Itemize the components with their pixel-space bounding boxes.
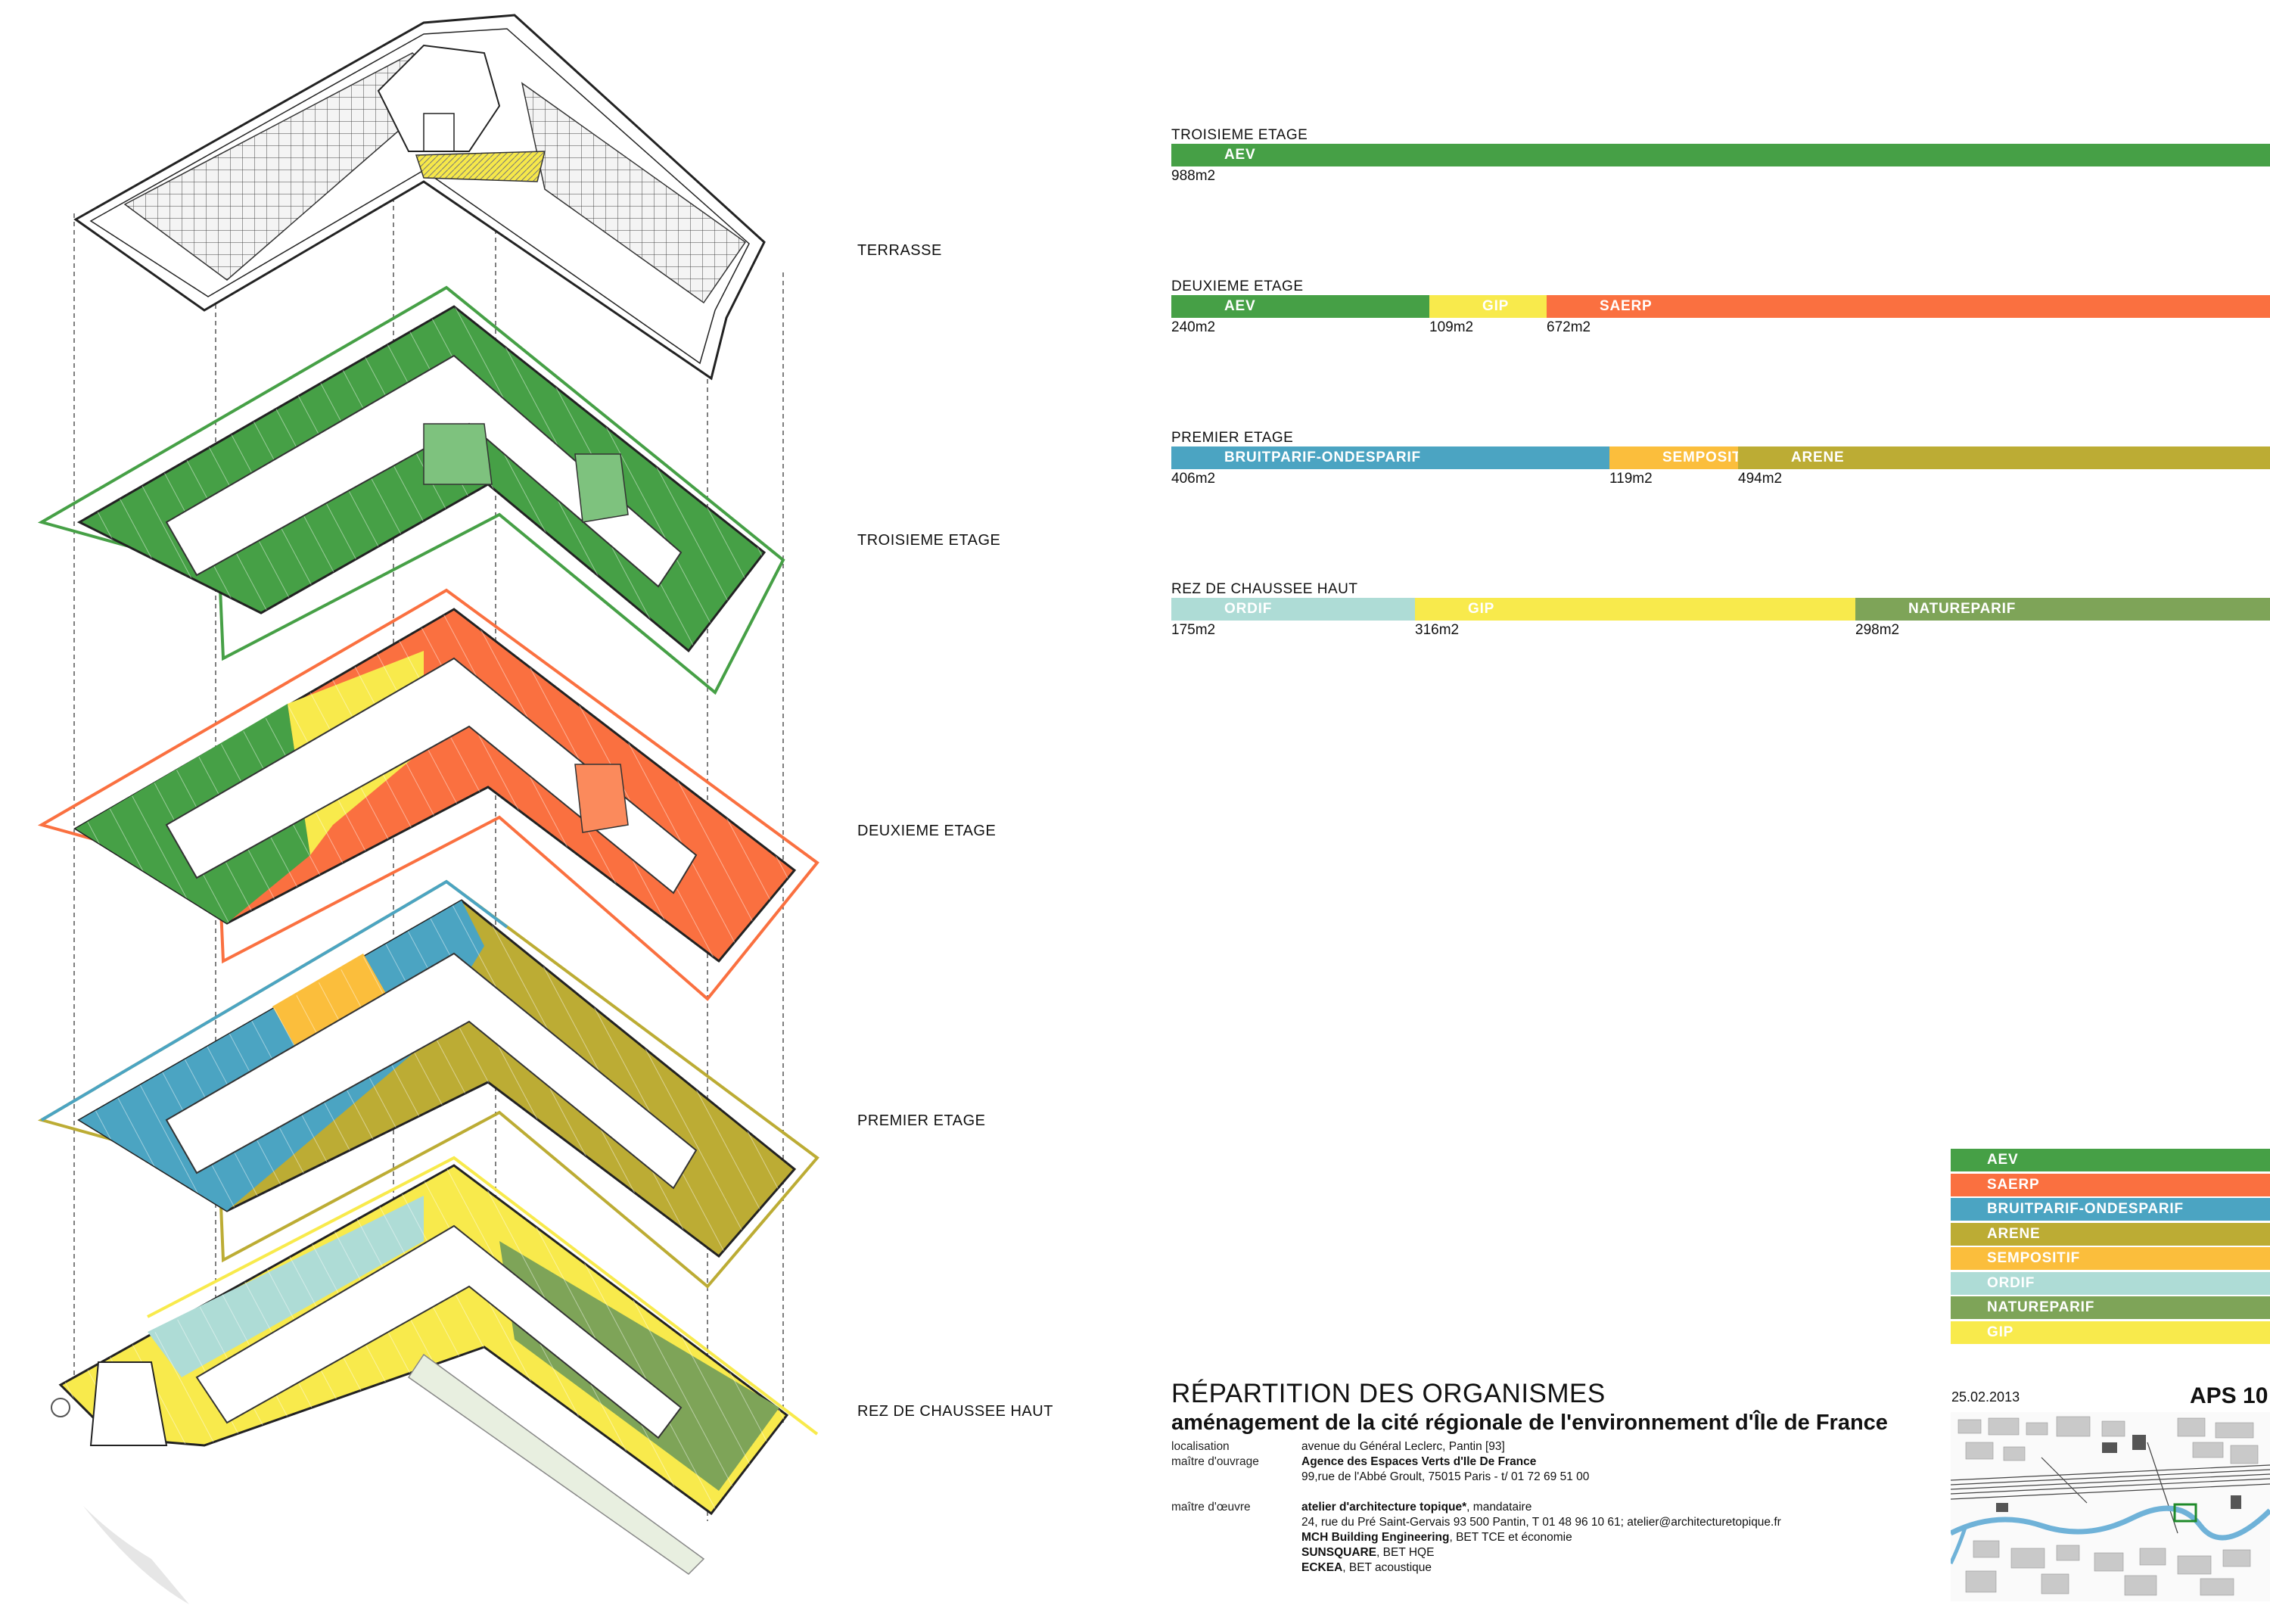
- bar-section-title: REZ DE CHAUSSEE HAUT: [1171, 581, 1358, 597]
- segment-label: SAERP: [1600, 298, 1653, 314]
- stacked-bar: AEV 240m2 GIP 109m2 SAERP 672m2: [1171, 295, 2270, 335]
- eckea-role: , BET acoustique: [1342, 1561, 1432, 1574]
- location-map: [1951, 1412, 2270, 1601]
- floor-label-terrasse: TERRASSE: [857, 242, 942, 259]
- stacked-bar: BRUITPARIF-ONDESPARIF 406m2 SEMPOSITIF 119m…: [1171, 446, 2270, 487]
- segment-area-label: 988m2: [1171, 168, 1216, 184]
- sheet-code: APS 10: [2190, 1383, 2268, 1408]
- segment-area-label: 672m2: [1547, 319, 1591, 335]
- mch-name: MCH Building Engineering: [1301, 1531, 1450, 1544]
- maitre-ouvrage-label: maître d'ouvrage: [1171, 1455, 1259, 1468]
- sheet-date: 25.02.2013: [1951, 1389, 2020, 1405]
- sunsquare-row: SUNSQUARE, BET HQE: [1171, 1545, 1951, 1560]
- oeuvre-address: 24, rue du Pré Saint-Gervais 93 500 Pant…: [1301, 1516, 1781, 1529]
- stacked-bar: AEV 988m2: [1171, 144, 2270, 184]
- bar-segment-natureparif: NATUREPARIF: [1855, 598, 2270, 621]
- bar-segment-gip: GIP: [1429, 295, 1547, 318]
- segment-label: ARENE: [1791, 450, 1845, 465]
- oeuvre-role: , mandataire: [1466, 1501, 1532, 1514]
- axonometric-floor-plans: [37, 14, 819, 1604]
- maitre-ouvrage-value: Agence des Espaces Verts d'Ile De France: [1301, 1455, 1537, 1468]
- legend-item-natureparif: NATUREPARIF: [1951, 1296, 2270, 1319]
- eckea-value: ECKEA, BET acoustique: [1301, 1560, 1432, 1576]
- segment-label: SEMPOSITIF: [1662, 450, 1756, 465]
- segment-label: AEV: [1224, 147, 1256, 163]
- sunsquare-name: SUNSQUARE: [1301, 1546, 1377, 1559]
- maitre-ouvrage-row: maître d'ouvrage Agence des Espaces Vert…: [1171, 1454, 1951, 1470]
- bar-segment-aev: AEV: [1171, 295, 1429, 318]
- segment-area-label: 240m2: [1171, 319, 1216, 335]
- segment-label: AEV: [1224, 298, 1256, 314]
- oeuvre-name: atelier d'architecture topique*: [1301, 1501, 1467, 1514]
- bar-segment-gip: GIP: [1415, 598, 1855, 621]
- legend-item-bruitparif-ondesparif: BRUITPARIF-ONDESPARIF: [1951, 1198, 2270, 1221]
- plan-rez-de-chaussee: [51, 1156, 819, 1604]
- maitre-oeuvre-value: atelier d'architecture topique*, mandata…: [1301, 1500, 1531, 1515]
- bar-section-deuxieme-etage: DEUXIEME ETAGE AEV 240m2 GIP 109m2 SAERP 672m2: [1171, 278, 2270, 335]
- floor-label-premier: PREMIER ETAGE: [857, 1112, 986, 1129]
- bar-section-title: PREMIER ETAGE: [1171, 430, 1294, 446]
- segment-area-label: 494m2: [1738, 471, 1783, 487]
- floor-label-deuxieme: DEUXIEME ETAGE: [857, 823, 997, 839]
- segment-area-label: 406m2: [1171, 471, 1216, 487]
- bar-section-troisieme-etage: TROISIEME ETAGE AEV 988m2: [1171, 127, 2270, 184]
- segment-label: GIP: [1482, 298, 1510, 314]
- maitre-oeuvre-row: maître d'œuvre atelier d'architecture to…: [1171, 1500, 1951, 1515]
- stacked-bar: ORDIF 175m2 GIP 316m2 NATUREPARIF 298m2: [1171, 598, 2270, 638]
- legend-item-aev: AEV: [1951, 1149, 2270, 1171]
- oeuvre-address-row: 24, rue du Pré Saint-Gervais 93 500 Pant…: [1171, 1515, 1951, 1530]
- legend-item-gip: GIP: [1951, 1321, 2270, 1344]
- maitre-ouvrage-address: 99,rue de l'Abbé Groult, 75015 Paris - t…: [1301, 1470, 1590, 1483]
- segment-area-label: 109m2: [1429, 319, 1474, 335]
- sunsquare-value: SUNSQUARE, BET HQE: [1301, 1545, 1434, 1560]
- segment-area-label: 119m2: [1609, 471, 1653, 487]
- segment-label: NATUREPARIF: [1908, 601, 2017, 617]
- bar-segment-bruitparif-ondesparif: BRUITPARIF-ONDESPARIF: [1171, 446, 1609, 469]
- legend-item-ordif: ORDIF: [1951, 1271, 2270, 1295]
- legend-item-saerp: SAERP: [1951, 1173, 2270, 1196]
- mch-row: MCH Building Engineering, BET TCE et éco…: [1171, 1530, 1951, 1545]
- sunsquare-role: , BET HQE: [1376, 1546, 1435, 1559]
- mch-value: MCH Building Engineering, BET TCE et éco…: [1301, 1530, 1572, 1545]
- segment-label: GIP: [1468, 601, 1495, 617]
- maitre-ouvrage-address-row: 99,rue de l'Abbé Groult, 75015 Paris - t…: [1171, 1470, 1951, 1485]
- segment-area-label: 298m2: [1855, 622, 1900, 638]
- bar-section-premier-etage: PREMIER ETAGE BRUITPARIF-ONDESPARIF 406m2 S…: [1171, 430, 2270, 487]
- bar-segment-arene: ARENE: [1738, 446, 2270, 469]
- eckea-row: ECKEA, BET acoustique: [1171, 1560, 1951, 1576]
- mch-role: , BET TCE et économie: [1449, 1531, 1572, 1544]
- bar-section-rez-de-chaussee-haut: REZ DE CHAUSSEE HAUT ORDIF 175m2 GIP 316m2 NA…: [1171, 581, 2270, 638]
- localisation-label: localisation: [1171, 1440, 1230, 1453]
- floor-label-rdc: REZ DE CHAUSSEE HAUT: [857, 1403, 1053, 1420]
- bar-segment-ordif: ORDIF: [1171, 598, 1415, 621]
- bar-segment-aev: AEV: [1171, 144, 2270, 166]
- bar-section-title: TROISIEME ETAGE: [1171, 127, 1308, 143]
- title-block: RÉPARTITION DES ORGANISMES aménagement d…: [1171, 1379, 1951, 1574]
- localisation-row: localisation avenue du Général Leclerc, …: [1171, 1439, 1951, 1454]
- plan-deuxieme-etage: [37, 588, 819, 1001]
- segment-area-label: 175m2: [1171, 622, 1216, 638]
- plan-troisieme-etage: [37, 285, 785, 695]
- bar-segment-saerp: SAERP: [1547, 295, 2270, 318]
- segment-label: ORDIF: [1224, 601, 1273, 617]
- eckea-name: ECKEA: [1301, 1561, 1343, 1574]
- legend-item-sempositif: SEMPOSITIF: [1951, 1247, 2270, 1270]
- plan-premier-etage: [37, 879, 819, 1289]
- bar-segment-sempositif: SEMPOSITIF: [1609, 446, 1755, 469]
- floor-label-troisieme: TROISIEME ETAGE: [857, 532, 1001, 549]
- legend-item-arene: ARENE: [1951, 1222, 2270, 1246]
- segment-area-label: 316m2: [1415, 622, 1460, 638]
- maitre-oeuvre-label: maître d'œuvre: [1171, 1501, 1251, 1514]
- bar-section-title: DEUXIEME ETAGE: [1171, 278, 1304, 294]
- project-subtitle: aménagement de la cité régionale de l'en…: [1171, 1411, 1888, 1435]
- plan-terrasse: [73, 14, 766, 381]
- sheet-title: RÉPARTITION DES ORGANISMES: [1171, 1379, 1606, 1408]
- segment-label: BRUITPARIF-ONDESPARIF: [1224, 450, 1421, 465]
- localisation-value: avenue du Général Leclerc, Pantin [93]: [1301, 1440, 1505, 1453]
